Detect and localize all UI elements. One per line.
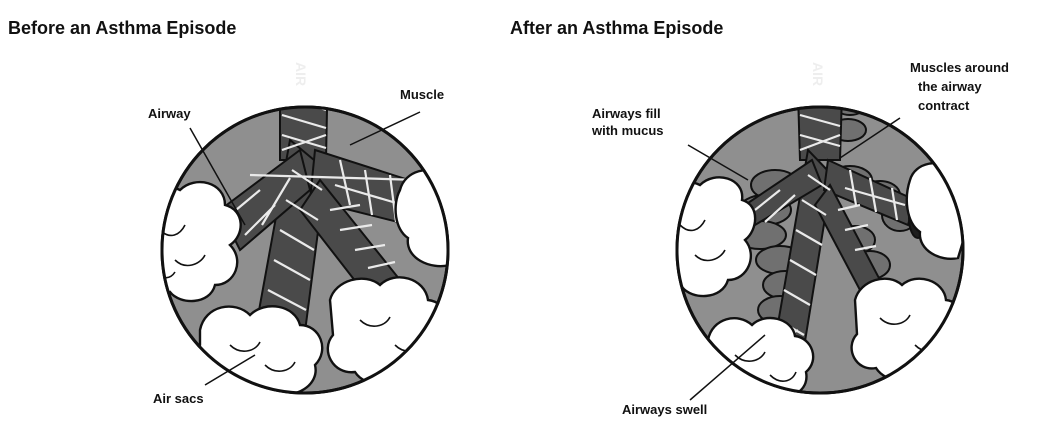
- after-muscles-label-line2: the airway: [918, 79, 982, 94]
- before-airway-label: Airway: [148, 106, 191, 121]
- before-air-sacs-label: Air sacs: [153, 391, 204, 406]
- before-air-label: AIR: [293, 62, 309, 86]
- after-air-label: AIR: [810, 62, 826, 86]
- before-muscle-label: Muscle: [400, 87, 444, 102]
- after-muscles-label-line3: contract: [918, 98, 970, 113]
- after-swell-label: Airways swell: [622, 402, 707, 417]
- after-muscles-label-line1: Muscles around: [910, 60, 1009, 75]
- after-mucus-label-line2: with mucus: [591, 123, 664, 138]
- after-mucus-label-line1: Airways fill: [592, 106, 661, 121]
